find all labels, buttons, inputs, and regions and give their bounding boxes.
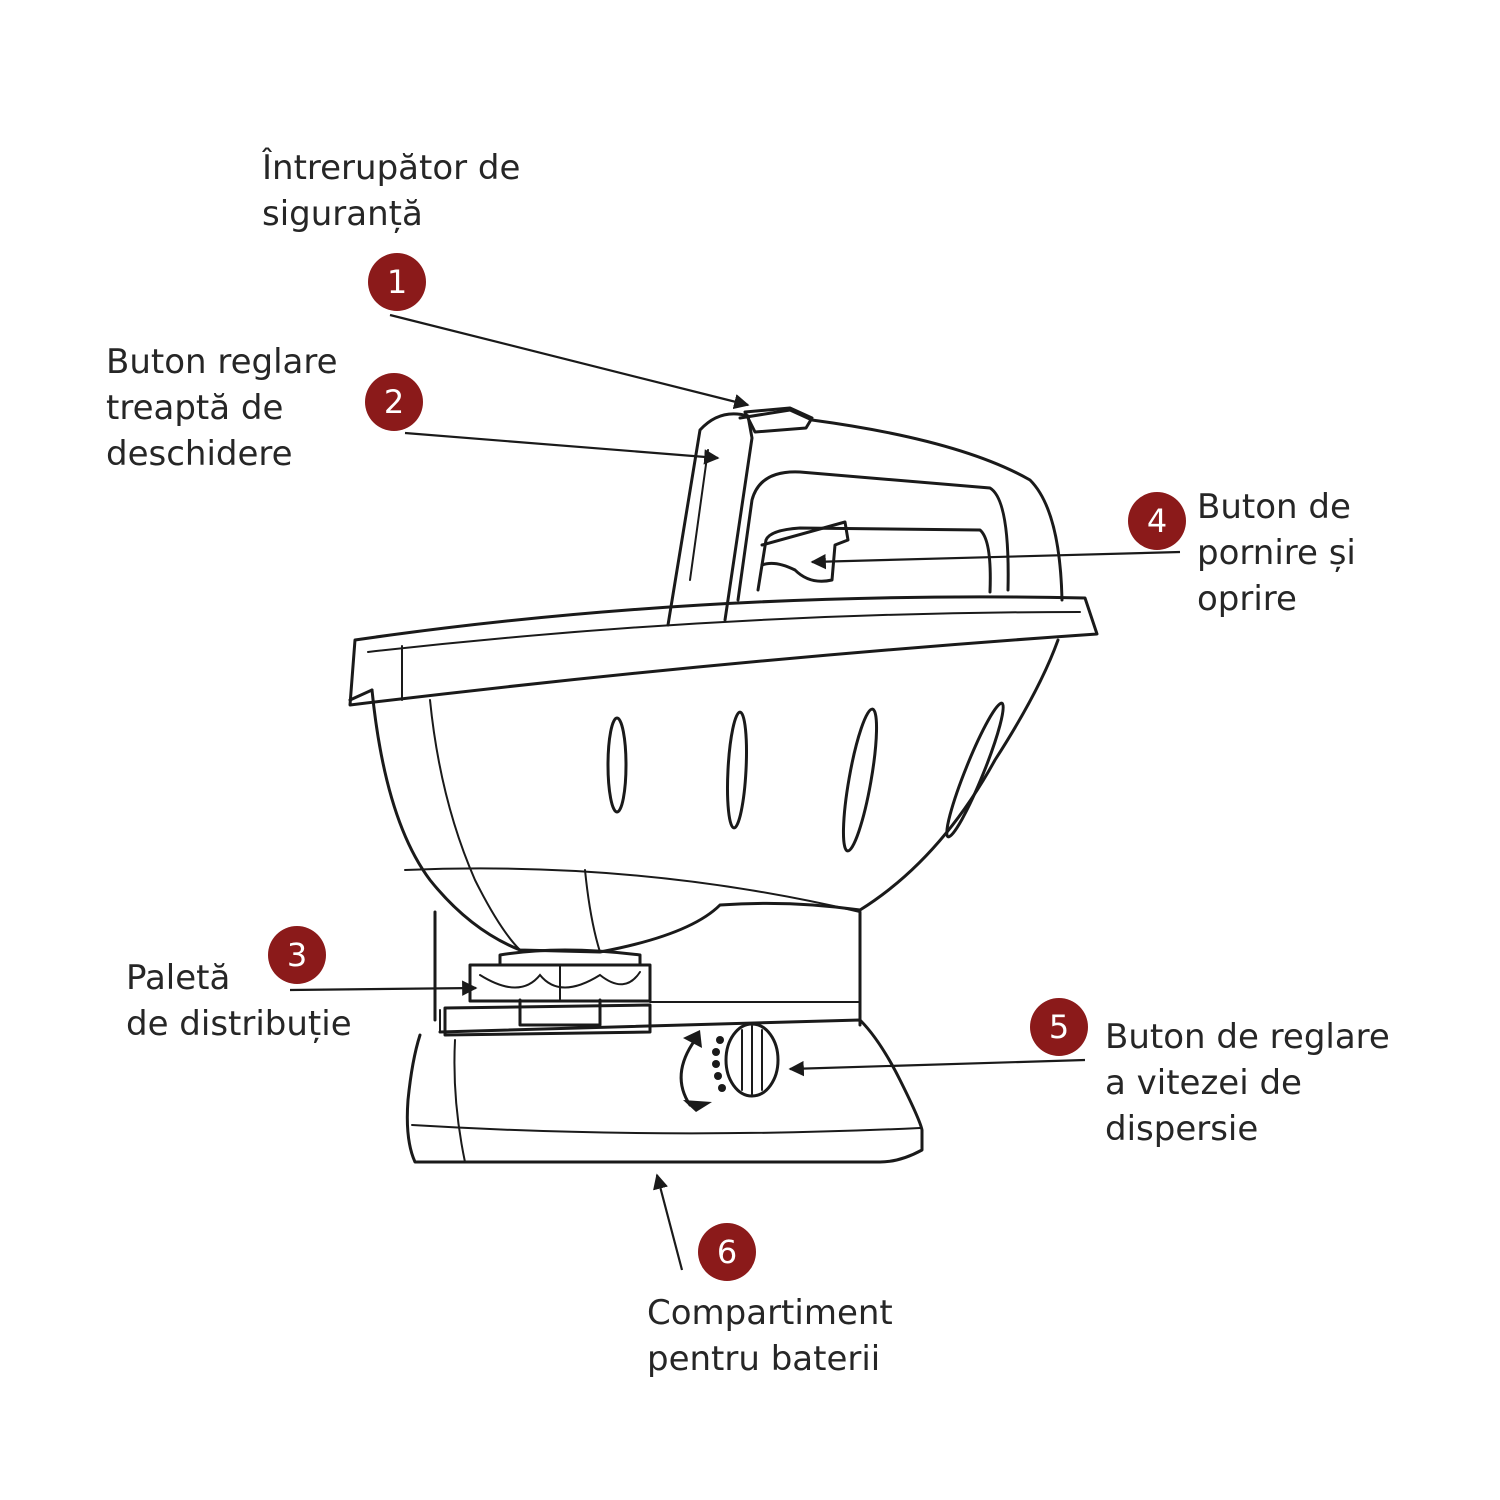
callout-label-2-line-3: deschidere [106,431,338,477]
callout-label-3-line-1: Paletă [126,955,352,1001]
speed-dial [681,1024,778,1112]
callout-label-6: Compartiment pentru baterii [647,1290,893,1382]
callout-label-5-line-3: dispersie [1105,1106,1390,1152]
callout-label-6-line-1: Compartiment [647,1290,893,1336]
hopper-rim [350,597,1097,705]
callout-label-4-line-2: pornire și [1197,530,1356,576]
callout-label-3: Paletă de distribuție [126,955,352,1047]
callout-label-2-line-2: treaptă de [106,385,338,431]
trigger [762,522,848,581]
hopper-body [350,640,1058,952]
callout-label-5-line-1: Buton de reglare [1105,1014,1390,1060]
callout-badge-2: 2 [365,373,423,431]
callout-label-6-line-2: pentru baterii [647,1336,893,1382]
base [407,912,922,1162]
callout-label-2-line-1: Buton reglare [106,339,338,385]
callout-label-4: Buton de pornire și oprire [1197,484,1356,622]
leader-6 [657,1175,682,1270]
callout-label-1-line-2: siguranță [262,191,520,237]
callout-label-5: Buton de reglare a vitezei de dispersie [1105,1014,1390,1152]
callout-label-5-line-2: a vitezei de [1105,1060,1390,1106]
callout-label-4-line-3: oprire [1197,576,1356,622]
callout-label-1: Întrerupător de siguranță [262,145,520,237]
handle [668,408,1062,625]
callout-label-4-line-1: Buton de [1197,484,1356,530]
leader-1 [390,315,748,405]
leader-lines [290,315,1180,1270]
impeller [445,950,650,1035]
leader-5 [790,1060,1085,1069]
callout-badge-5: 5 [1030,998,1088,1056]
callout-badge-1: 1 [368,253,426,311]
leader-2 [405,433,718,458]
callout-label-2: Buton reglare treaptă de deschidere [106,339,338,477]
callout-label-3-line-2: de distribuție [126,1001,352,1047]
callout-label-1-line-1: Întrerupător de [262,145,520,191]
callout-badge-4: 4 [1128,492,1186,550]
leader-4 [812,552,1180,562]
callout-badge-6: 6 [698,1223,756,1281]
